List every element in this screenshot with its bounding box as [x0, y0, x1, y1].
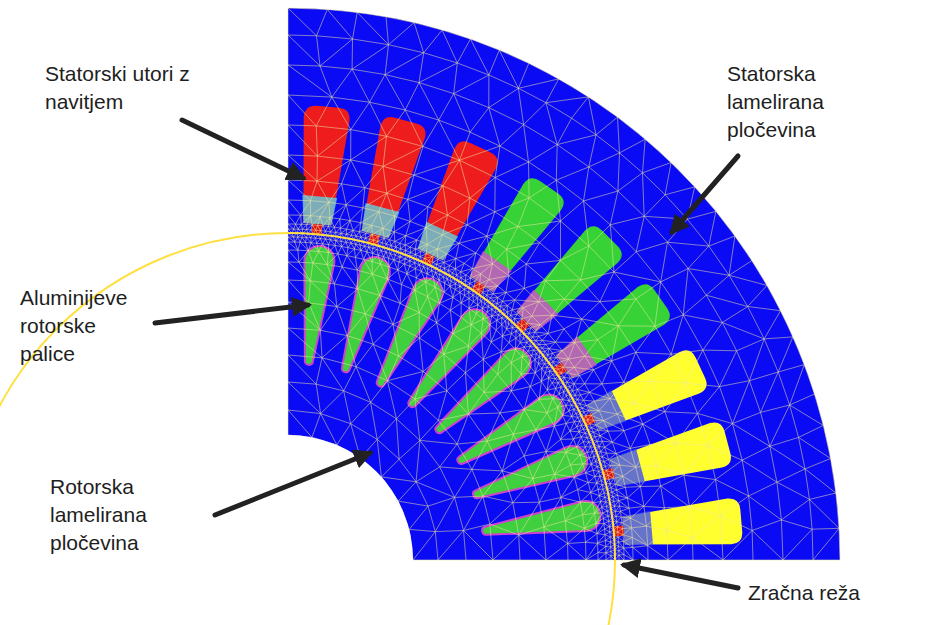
stator-slot: [610, 422, 731, 486]
air-gap: [0, 233, 615, 625]
part-label: Aluminijeve rotorske palice: [20, 284, 145, 368]
rotor-bar: [342, 257, 390, 372]
part-label: Rotorska lamelirana pločevina: [50, 473, 175, 557]
leader-arrow: [155, 305, 308, 323]
leader-arrows: [155, 120, 738, 588]
stator-slot: [362, 117, 426, 238]
part-label: Statorski utori z navitjem: [45, 60, 191, 116]
slot-field-zone: [302, 195, 337, 226]
stator-slot: [556, 284, 670, 378]
leader-arrow: [182, 120, 303, 178]
leader-arrow: [215, 453, 370, 515]
shaft-hole: [288, 435, 413, 560]
part-label: Zračna reža: [748, 579, 918, 607]
leader-arrow: [624, 565, 738, 588]
part-label: Statorska lamelirana pločevina: [727, 60, 852, 144]
leader-arrow: [672, 156, 738, 232]
